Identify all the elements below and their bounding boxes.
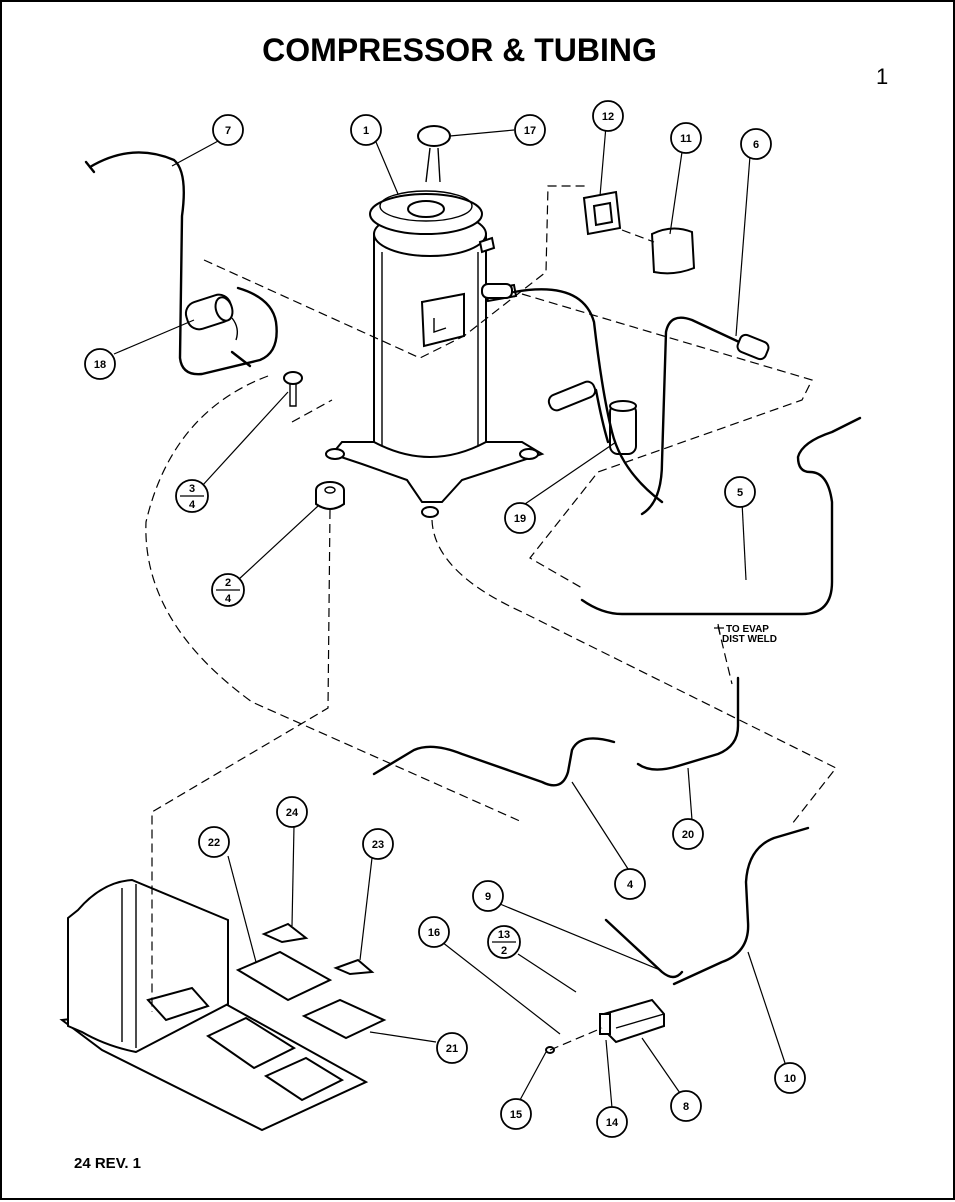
callout-4: 4 [614, 868, 646, 900]
svg-text:12: 12 [602, 111, 614, 123]
tube-discharge [512, 288, 664, 504]
callout-13: 13 2 [487, 925, 521, 959]
footer-revision: 24 REV. 1 [74, 1155, 141, 1172]
part-22-pad [235, 950, 333, 1002]
tube-part-5 [580, 416, 862, 616]
part-19-capacitor [609, 400, 637, 455]
page-title: COMPRESSOR & TUBING [262, 32, 657, 68]
svg-text:4: 4 [225, 593, 232, 605]
svg-text:22: 22 [208, 837, 220, 849]
svg-text:1: 1 [363, 125, 369, 137]
callout-10: 10 [774, 1062, 806, 1094]
leader-lines [113, 125, 787, 1109]
svg-text:4: 4 [189, 499, 196, 511]
svg-text:10: 10 [784, 1073, 796, 1085]
svg-text:23: 23 [372, 839, 384, 851]
svg-text:5: 5 [737, 487, 743, 499]
page-number: 1 [876, 64, 889, 89]
callout-22: 22 [198, 826, 230, 858]
tube-part-9 [604, 918, 684, 979]
base-pan-assembly [59, 878, 387, 1132]
callout-3: 3 4 [175, 479, 209, 513]
svg-text:8: 8 [683, 1101, 689, 1113]
callout-12: 12 [592, 100, 624, 132]
part-3-screw [283, 371, 303, 407]
svg-text:7: 7 [225, 125, 231, 137]
svg-text:16: 16 [428, 927, 440, 939]
callout-1: 1 [350, 114, 382, 146]
svg-text:18: 18 [94, 359, 106, 371]
svg-text:20: 20 [682, 829, 694, 841]
tube-part-10 [672, 826, 810, 986]
part-17-label-tag [417, 125, 451, 183]
part-24-insulation [261, 922, 309, 944]
svg-text:2: 2 [501, 945, 507, 957]
svg-text:21: 21 [446, 1043, 458, 1055]
callout-6: 6 [740, 128, 772, 160]
svg-text:14: 14 [606, 1117, 619, 1129]
tube-part-6 [640, 316, 754, 516]
part-18-accumulator [184, 293, 239, 341]
callout-19: 19 [504, 502, 536, 534]
callout-16: 16 [418, 916, 450, 948]
part-23-insulation [333, 958, 375, 976]
svg-text:11: 11 [680, 133, 692, 145]
part-11-cover [650, 227, 696, 275]
callout-11: 11 [670, 122, 702, 154]
part-12-bracket [582, 190, 622, 236]
callout-14: 14 [596, 1106, 628, 1138]
svg-text:13: 13 [498, 929, 510, 941]
svg-text:19: 19 [514, 513, 526, 525]
callout-23: 23 [362, 828, 394, 860]
svg-text:TO EVAP: TO EVAP [726, 624, 769, 635]
svg-text:24: 24 [286, 807, 299, 819]
note-to-evap: TO EVAP DIST WELD [714, 624, 777, 645]
svg-text:DIST WELD: DIST WELD [722, 634, 777, 645]
svg-text:9: 9 [485, 891, 491, 903]
callout-17: 17 [514, 114, 546, 146]
callout-2: 2 4 [211, 573, 245, 607]
tube-part-7 [88, 151, 278, 376]
part-2-grommet [315, 481, 345, 510]
callout-7: 7 [212, 114, 244, 146]
callout-20: 20 [672, 818, 704, 850]
callout-21: 21 [436, 1032, 468, 1064]
callout-24: 24 [276, 796, 308, 828]
tube-part-20 [636, 676, 740, 771]
svg-text:17: 17 [524, 125, 536, 137]
callout-5: 5 [724, 476, 756, 508]
part-21-pad [301, 998, 387, 1040]
svg-text:3: 3 [189, 483, 195, 495]
callout-9: 9 [472, 880, 504, 912]
callout-8: 8 [670, 1090, 702, 1122]
svg-text:6: 6 [753, 139, 759, 151]
svg-text:4: 4 [627, 879, 634, 891]
svg-text:2: 2 [225, 577, 231, 589]
callout-18: 18 [84, 348, 116, 380]
part-8-control-box [599, 998, 665, 1044]
compressor [325, 190, 545, 518]
tube-part-4 [372, 737, 616, 787]
svg-text:15: 15 [510, 1109, 522, 1121]
callout-15: 15 [500, 1098, 532, 1130]
